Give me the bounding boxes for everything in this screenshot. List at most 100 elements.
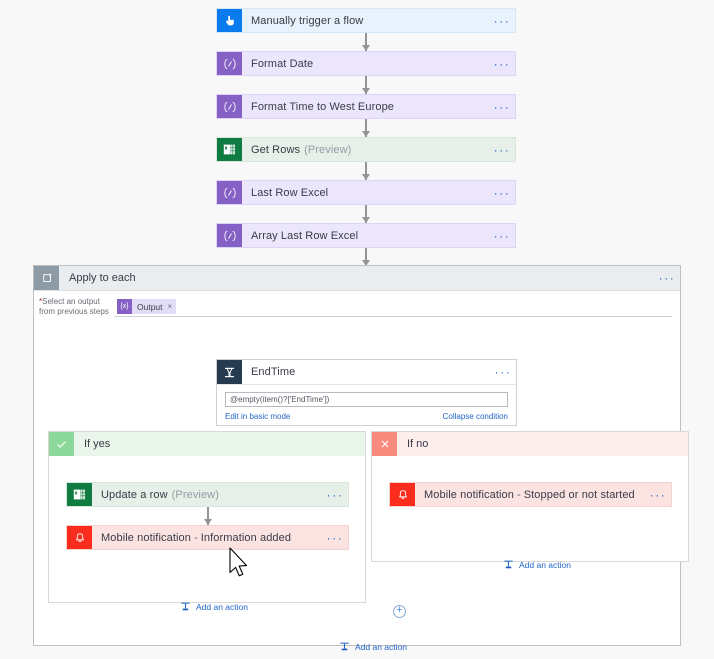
step-name: Manually trigger a flow [251, 14, 364, 27]
condition-header[interactable]: EndTime ··· [217, 360, 516, 385]
condition-title: EndTime [251, 366, 296, 378]
insert-action-icon [503, 559, 514, 570]
expression-icon [217, 224, 242, 247]
action-separator: - [193, 531, 198, 544]
loop-icon [34, 266, 59, 290]
picker-label-line1: Select an output [42, 297, 100, 306]
connector [216, 119, 516, 137]
action-title: Mobile notification - Information added [92, 526, 322, 549]
step-menu-button[interactable]: ··· [493, 142, 511, 157]
apply-to-each-menu-button[interactable]: ··· [658, 271, 676, 285]
action-menu-button[interactable]: ··· [326, 487, 344, 502]
action-name: Mobile notification [101, 531, 191, 544]
flow-step-title: Last Row Excel [242, 181, 489, 204]
connector [216, 162, 516, 180]
step-name: Format Time to West Europe [251, 100, 395, 113]
bell-icon [390, 483, 415, 506]
action-suffix: (Preview) [171, 488, 219, 501]
output-picker-label: *Select an output from previous steps [39, 297, 114, 317]
step-menu-button[interactable]: ··· [493, 185, 511, 200]
expression-icon [217, 52, 242, 75]
insert-action-icon [180, 601, 191, 612]
action-mobile-notification-stopped-or-not-started[interactable]: Mobile notification - Stopped or not sta… [389, 482, 672, 507]
step-menu-button[interactable]: ··· [493, 56, 511, 71]
flow-step-format-date[interactable]: Format Date ··· [216, 51, 516, 76]
expression-icon [217, 95, 242, 118]
connector [216, 76, 516, 94]
x-icon [372, 432, 397, 456]
insert-action-icon [339, 641, 350, 652]
flow-step-title: Format Time to West Europe [242, 95, 489, 118]
connector-to-scope [216, 248, 516, 266]
expression-icon [217, 181, 242, 204]
add-action-if-no-label: Add an action [519, 559, 571, 570]
step-name: Last Row Excel [251, 186, 329, 199]
condition-links: Edit in basic mode Collapse condition [225, 412, 508, 421]
add-action-scope-button[interactable]: Add an action [339, 641, 407, 652]
flow-step-get-rows[interactable]: Get Rows (Preview) ··· [216, 137, 516, 162]
expression-icon: {x} [117, 299, 132, 314]
action-title: Update a row (Preview) [92, 483, 322, 506]
flow-step-title: Array Last Row Excel [242, 224, 489, 247]
required-marker: * [39, 297, 43, 306]
branch-if-no-title: If no [407, 438, 429, 450]
flow-step-last-row-excel[interactable]: Last Row Excel ··· [216, 180, 516, 205]
action-menu-button[interactable]: ··· [326, 530, 344, 545]
add-step-plus-button[interactable] [393, 605, 406, 618]
flow-step-title: Get Rows (Preview) [242, 138, 489, 161]
add-action-scope-label: Add an action [355, 641, 407, 652]
add-action-if-yes-button[interactable]: Add an action [180, 601, 248, 612]
action-name: Mobile notification [424, 488, 514, 501]
flow-step-manually-trigger-a-flow[interactable]: Manually trigger a flow ··· [216, 8, 516, 33]
condition-expression-input[interactable]: @empty(item()?['EndTime']) [225, 392, 508, 407]
action-detail: Stopped or not started [523, 488, 635, 501]
action-detail: Information added [200, 531, 292, 544]
flow-step-chain: Manually trigger a flow ··· Format Date … [216, 8, 516, 266]
manual-trigger-icon [217, 9, 242, 32]
collapse-condition-link[interactable]: Collapse condition [442, 412, 508, 421]
edit-in-basic-mode-link[interactable]: Edit in basic mode [225, 412, 291, 421]
apply-to-each-header[interactable]: Apply to each ··· [34, 266, 680, 291]
connector [216, 33, 516, 51]
action-update-a-row[interactable]: Update a row (Preview) ··· [66, 482, 349, 507]
branch-if-no: If no Mobile notification - [371, 431, 689, 570]
branch-if-yes: If yes Update [48, 431, 366, 612]
action-mobile-notification-information-added[interactable]: Mobile notification - Information added … [66, 525, 349, 550]
condition-body: @empty(item()?['EndTime']) Edit in basic… [217, 385, 516, 425]
condition-menu-button[interactable]: ··· [494, 365, 512, 379]
condition-icon [217, 360, 242, 384]
bell-icon [67, 526, 92, 549]
branch-if-yes-header[interactable]: If yes [49, 432, 365, 456]
flow-step-title: Format Date [242, 52, 489, 75]
excel-icon [67, 483, 92, 506]
output-picker-row: *Select an output from previous steps {x… [34, 291, 680, 317]
action-separator: - [516, 488, 521, 501]
close-icon[interactable]: × [167, 302, 173, 311]
apply-to-each-scope[interactable]: Apply to each ··· *Select an output from… [33, 265, 689, 652]
add-action-if-yes-label: Add an action [196, 601, 248, 612]
branch-if-no-header[interactable]: If no [372, 432, 688, 456]
action-menu-button[interactable]: ··· [649, 487, 667, 502]
action-title: Mobile notification - Stopped or not sta… [415, 483, 645, 506]
flow-step-array-last-row-excel[interactable]: Array Last Row Excel ··· [216, 223, 516, 248]
excel-icon [217, 138, 242, 161]
step-menu-button[interactable]: ··· [493, 228, 511, 243]
check-icon [49, 432, 74, 456]
step-name: Array Last Row Excel [251, 229, 359, 242]
step-menu-button[interactable]: ··· [493, 13, 511, 28]
step-name: Format Date [251, 57, 314, 70]
flow-step-title: Manually trigger a flow [242, 9, 489, 32]
output-picker-field[interactable]: {x} Output × [114, 297, 672, 317]
flow-step-format-time-to-west-europe[interactable]: Format Time to West Europe ··· [216, 94, 516, 119]
step-name: Get Rows [251, 143, 301, 156]
apply-to-each-title: Apply to each [69, 272, 136, 284]
condition-card-endtime[interactable]: EndTime ··· @empty(item()?['EndTime']) E… [216, 359, 517, 426]
branch-if-yes-title: If yes [84, 438, 111, 450]
apply-to-each-body: *Select an output from previous steps {x… [34, 291, 689, 652]
add-action-if-no-button[interactable]: Add an action [503, 559, 571, 570]
step-menu-button[interactable]: ··· [493, 99, 511, 114]
action-name: Update a row [101, 488, 168, 501]
step-suffix: (Preview) [304, 143, 352, 156]
output-token-chip[interactable]: {x} Output × [117, 299, 177, 314]
connector [66, 507, 349, 525]
